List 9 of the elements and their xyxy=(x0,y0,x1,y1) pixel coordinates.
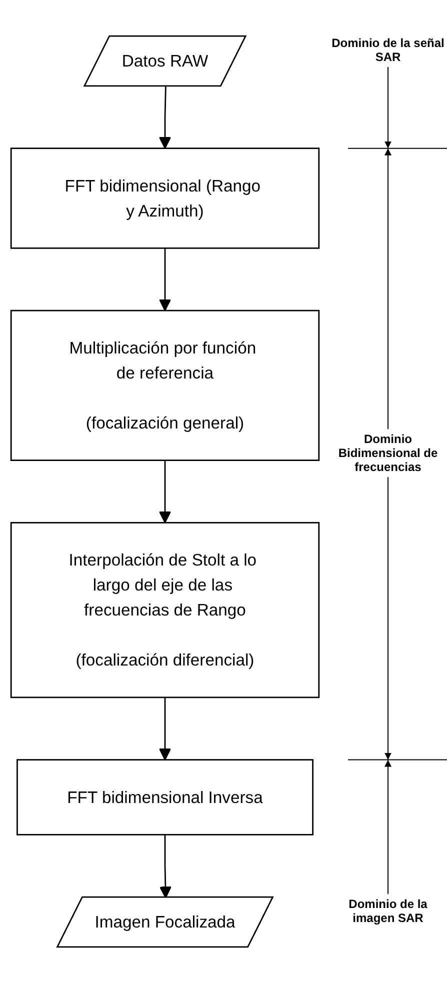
node-box: FFT bidimensional (Rango y Azimuth) xyxy=(10,148,320,249)
node-box: Interpolación de Stolt a lo largo del eje de las frecuencias de Rango (focalización diferencial) xyxy=(10,522,320,698)
node-box: FFT bidimensional Inversa xyxy=(16,759,314,836)
arrow xyxy=(159,834,172,898)
arrow xyxy=(158,248,172,312)
node-box: Multiplicación por función de referencia (focalización general) xyxy=(10,310,320,461)
arrow xyxy=(158,86,172,149)
arrow xyxy=(158,460,172,524)
arrow xyxy=(158,697,172,760)
